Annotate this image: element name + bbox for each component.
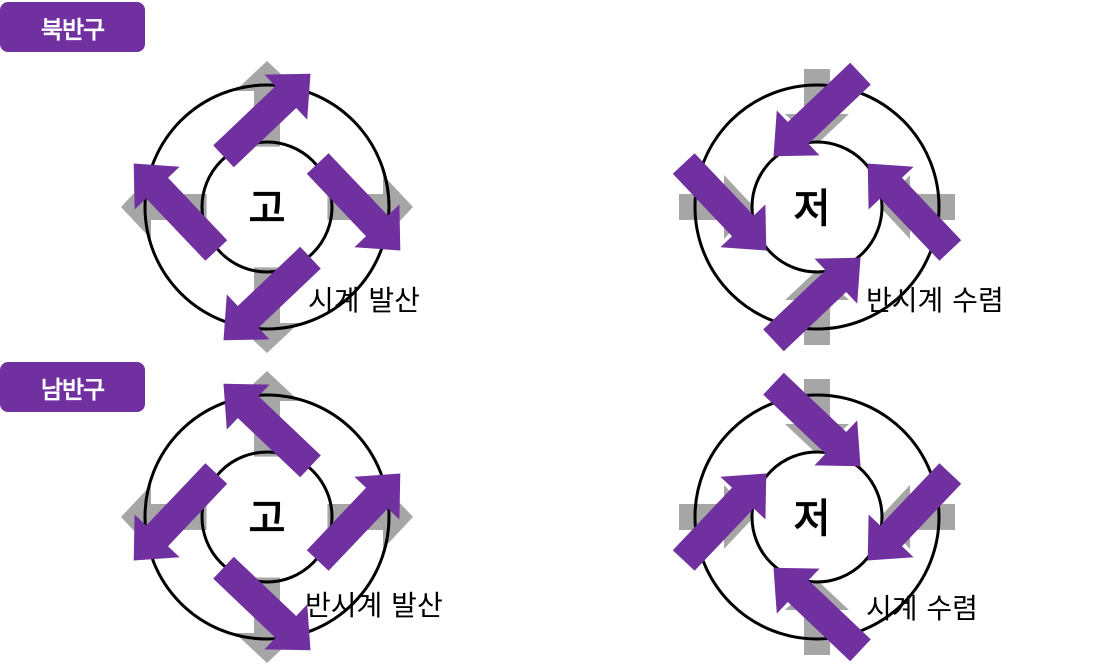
outer-isobar-circle <box>693 83 941 331</box>
wind-arrow-right <box>867 163 962 261</box>
wind-arrow-left <box>133 163 228 261</box>
outer-isobar-circle <box>693 393 941 641</box>
diagram-north-high: 고 시계 발산 <box>121 61 420 353</box>
wind-arrow-bottom <box>763 257 861 352</box>
diagram-south-low: 저 시계 수렴 <box>672 372 978 662</box>
caption-label: 시계 수렴 <box>866 592 978 625</box>
wind-arrow-left <box>672 153 767 251</box>
caption-label: 반시계 수렴 <box>866 284 1004 317</box>
wind-arrow-top <box>213 73 311 168</box>
inner-isobar-circle <box>200 140 334 274</box>
center-label: 저 <box>794 496 831 542</box>
wind-arrow-right <box>306 153 401 251</box>
wind-arrow-bottom <box>213 556 311 651</box>
diagram-south-high: 고 반시계 발산 <box>121 371 443 663</box>
wind-arrow-top <box>763 372 861 467</box>
wind-arrow-bottom <box>773 567 871 662</box>
outer-isobar-circle <box>143 393 391 641</box>
southern-hemisphere-badge: 남반구 <box>0 362 145 412</box>
center-label: 고 <box>249 186 286 232</box>
center-label: 고 <box>249 496 286 542</box>
inner-isobar-circle <box>750 450 884 584</box>
caption-label: 시계 발산 <box>308 284 420 317</box>
outer-isobar-circle <box>143 83 391 331</box>
wind-arrow-top <box>773 62 871 157</box>
diagram-north-low: 저 반시계 수렴 <box>672 62 1004 352</box>
wind-arrow-bottom <box>223 246 321 341</box>
wind-arrow-top <box>223 383 321 478</box>
northern-hemisphere-badge: 북반구 <box>0 2 145 52</box>
caption-label: 반시계 발산 <box>305 589 443 622</box>
wind-arrow-right <box>306 473 401 571</box>
inner-isobar-circle <box>750 140 884 274</box>
inner-isobar-circle <box>200 450 334 584</box>
wind-arrow-right <box>867 463 962 561</box>
wind-arrow-left <box>133 463 228 561</box>
wind-arrow-left <box>672 473 767 571</box>
center-label: 저 <box>794 186 831 232</box>
